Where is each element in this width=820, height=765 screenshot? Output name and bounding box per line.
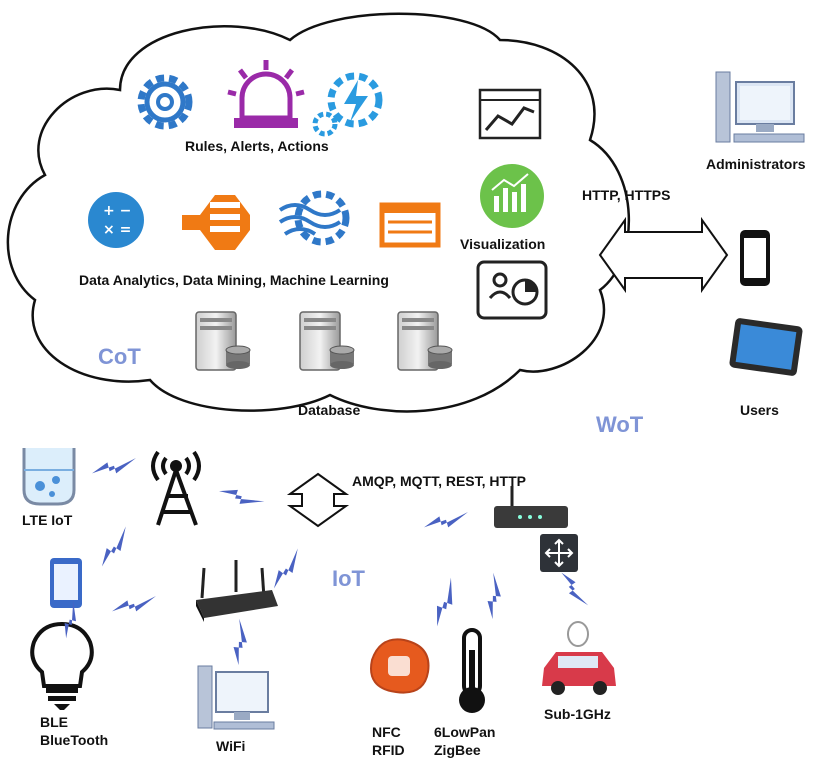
- abacus-icon: [379, 202, 441, 248]
- desktop-computer-icon: [715, 71, 805, 143]
- protocols-label: AMQP, MQTT, REST, HTTP: [352, 473, 526, 489]
- nfc-tag-icon: [370, 638, 430, 694]
- lte-iot-label: LTE IoT: [22, 512, 73, 528]
- orange-process-icon: [182, 195, 250, 250]
- gear-lightning-icon: [312, 72, 383, 137]
- wifi-router-icon: [196, 560, 278, 622]
- visualization-label: Visualization: [460, 236, 546, 252]
- thermometer-icon: [459, 628, 485, 713]
- svg-text:+ −: + −: [103, 203, 131, 219]
- analytics-label: Data Analytics, Data Mining, Machine Lea…: [79, 272, 389, 288]
- wot-label: WoT: [596, 412, 644, 437]
- tablet-icon: [729, 318, 803, 376]
- mobile-phone-icon: [50, 558, 82, 608]
- nfc-label: NFC: [372, 724, 401, 740]
- light-bulb-icon: [30, 621, 94, 710]
- wifi-label: WiFi: [216, 738, 246, 754]
- iot-label: IoT: [332, 566, 365, 591]
- protocol-double-arrow: [286, 472, 350, 528]
- http-double-arrow: [598, 216, 729, 294]
- switch-icon: [540, 534, 578, 572]
- line-chart-icon: [478, 88, 542, 140]
- zigbee-label: ZigBee: [434, 742, 481, 758]
- rfid-label: RFID: [372, 742, 405, 758]
- calculator-icon: + − × =: [88, 192, 144, 248]
- database-label: Database: [298, 402, 361, 418]
- ble-label: BLE: [40, 714, 68, 730]
- dashboard-icon: [476, 260, 548, 320]
- wave-gear-icon: [278, 190, 350, 246]
- rules-alerts-actions-label: Rules, Alerts, Actions: [185, 138, 329, 154]
- smartphone-icon: [740, 230, 770, 286]
- bar-chart-icon: [480, 164, 544, 228]
- pc-icon: [197, 665, 275, 730]
- svg-text:× =: × =: [103, 222, 131, 238]
- car-icon: [542, 621, 616, 695]
- cot-label: CoT: [98, 344, 141, 369]
- lab-beaker-icon: [22, 448, 76, 506]
- bluetooth-label: BlueTooth: [40, 732, 109, 748]
- http-label: HTTP, HTTPS: [582, 187, 671, 203]
- 6lowpan-label: 6LowPan: [434, 724, 496, 740]
- alarm-light-icon: [227, 60, 305, 128]
- users-label: Users: [740, 402, 779, 418]
- gear-icon: [137, 74, 193, 130]
- administrators-label: Administrators: [706, 156, 806, 172]
- sub-1ghz-label: Sub-1GHz: [544, 706, 611, 722]
- cell-tower-icon: [151, 450, 201, 526]
- gateway-router-icon: [494, 486, 568, 528]
